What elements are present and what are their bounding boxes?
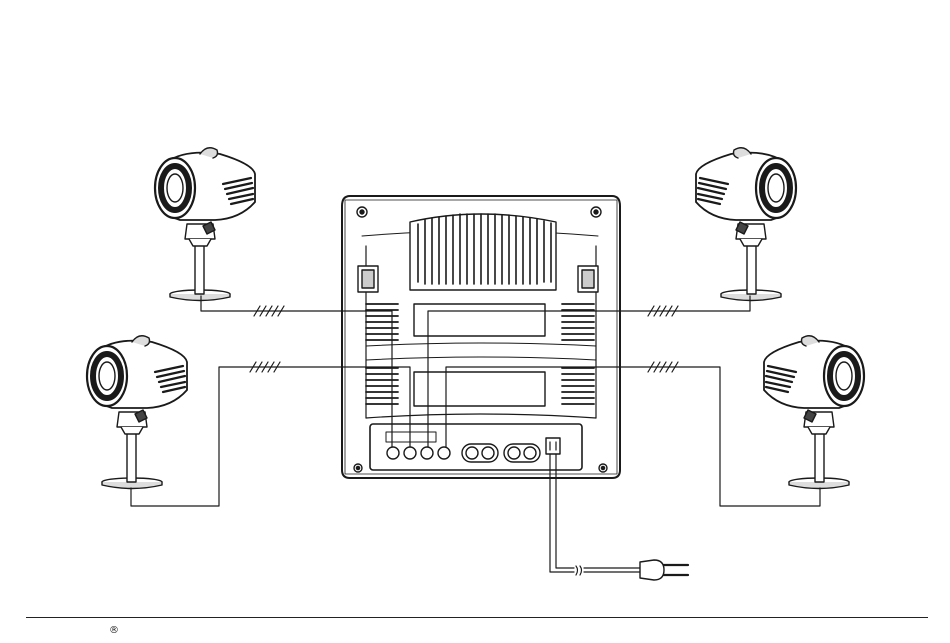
camera-bottom-right — [764, 336, 864, 489]
footer-divider — [26, 617, 928, 618]
tv-rear-panel — [342, 196, 620, 478]
registered-trademark-mark: ® — [109, 625, 119, 636]
camera-bottom-left — [87, 336, 187, 489]
camera-top-left — [155, 148, 255, 301]
camera-top-right — [696, 148, 796, 301]
